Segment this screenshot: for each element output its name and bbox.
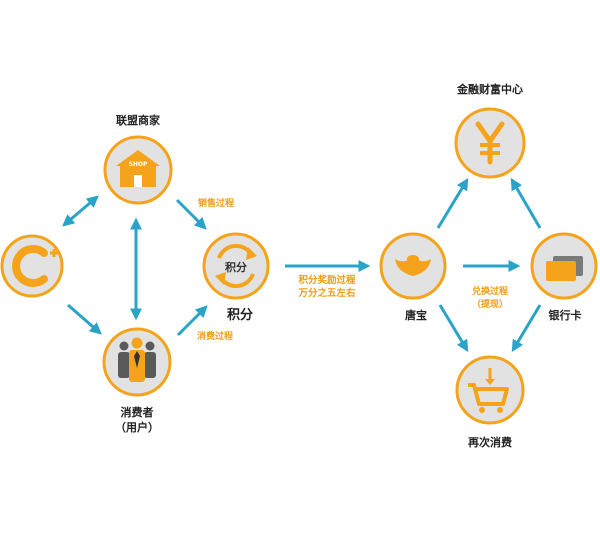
arrow-tangbao-reconsume [438,304,469,353]
points-icon-text: 积分 [225,260,247,274]
withdraw-label: （提现） [472,298,508,310]
exchange-process-label: 兑换过程 [472,285,508,297]
node-points: 积分 积分 [202,232,270,323]
node-merchant: 联盟商家 SHOP [103,113,173,205]
node-cplus [0,234,64,298]
node-finance: 金融财富中心 [454,82,526,179]
tangbao-label: 唐宝 [405,308,427,322]
reward-process-label: 积分奖励过程 [298,274,356,286]
gold-ingot-icon [395,255,431,276]
consumer-sublabel: （用户） [115,420,159,434]
arrow-cplus-consumer [67,303,102,335]
points-cycle-icon [215,243,257,289]
node-bank: 银行卡 [530,232,598,322]
consumer-group-icon [118,337,156,382]
arrow-tangbao-finance [436,177,469,229]
shop-sign-text: SHOP [129,161,148,168]
reward-rate-label: 万分之五左右 [297,287,356,299]
shop-icon: SHOP [116,150,160,187]
arrow-bank-reconsume [511,304,542,353]
consume-process-label: 消费过程 [197,330,233,342]
arrow-bank-finance [510,177,542,229]
arrow-cplus-merchant [62,195,99,227]
merchant-label: 联盟商家 [116,113,161,127]
arrow-merchant-points [175,198,207,230]
bank-card-icon [546,256,583,281]
yuan-icon [475,121,505,165]
shopping-cart-icon [468,368,509,413]
bank-label: 银行卡 [549,308,582,322]
reconsume-label: 再次消费 [468,435,512,449]
node-reconsume: 再次消费 [455,355,525,449]
node-consumer: 消费者 （用户） [102,327,172,434]
c-plus-icon [12,245,58,287]
arrows-left [62,195,371,337]
arrows-right [436,177,542,353]
node-tangbao: 唐宝 [379,232,447,322]
sales-process-label: 销售过程 [198,197,234,209]
points-label: 积分 [227,307,253,323]
consumer-label: 消费者 [121,405,154,419]
finance-label: 金融财富中心 [456,82,523,96]
arrow-consumer-points [176,305,208,337]
